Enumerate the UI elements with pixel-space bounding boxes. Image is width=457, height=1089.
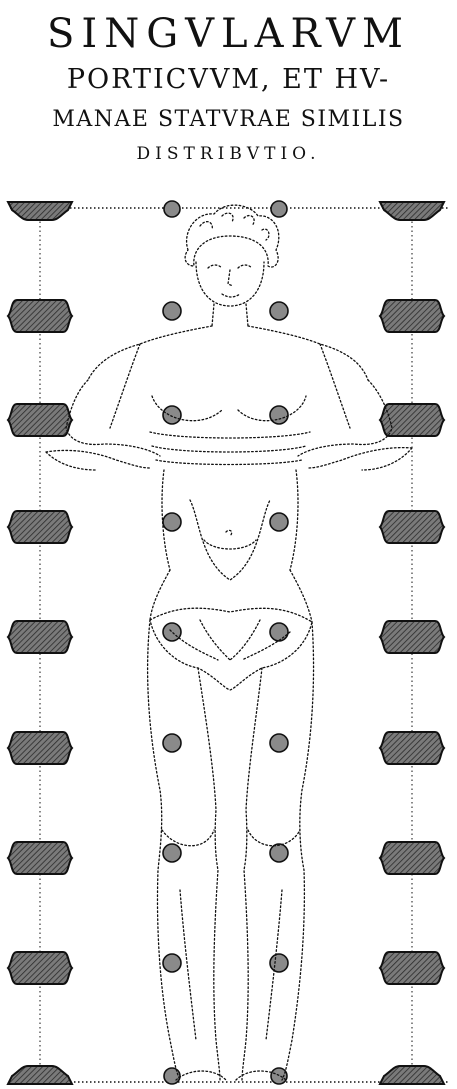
figure-navel <box>226 530 232 536</box>
column-dot-right-1 <box>271 201 287 217</box>
pillar-block-left-6 <box>8 732 72 764</box>
figure-ribs <box>150 432 310 465</box>
pillar-blocks <box>8 202 444 1084</box>
pillar-block-left-3 <box>8 404 72 436</box>
column-dot-right-5 <box>270 623 288 641</box>
figure-left-arm <box>66 344 160 456</box>
figure-feet <box>176 1071 286 1080</box>
pillar-block-right-7 <box>380 842 444 874</box>
figure-hair <box>185 205 279 267</box>
figure-belly <box>190 500 270 580</box>
pillar-block-right-8 <box>380 952 444 984</box>
pillar-block-left-5 <box>8 621 72 653</box>
column-dot-left-7 <box>163 844 181 862</box>
caryatid-figure <box>46 205 412 1080</box>
column-dot-left-9 <box>164 1068 180 1084</box>
pillar-block-right-9 <box>380 1066 444 1084</box>
pillar-block-left-2 <box>8 300 72 332</box>
column-dot-left-6 <box>163 734 181 752</box>
column-dot-right-2 <box>270 302 288 320</box>
figure-right-arm <box>298 344 392 456</box>
figure-shin-lines <box>180 890 282 1040</box>
figure-face <box>196 262 264 306</box>
column-dots <box>163 201 288 1084</box>
column-dot-left-4 <box>163 513 181 531</box>
figure-nose-mouth <box>222 270 240 297</box>
column-dot-right-6 <box>270 734 288 752</box>
pillar-block-right-1 <box>380 202 444 220</box>
column-dot-left-5 <box>163 623 181 641</box>
pillar-block-right-6 <box>380 732 444 764</box>
column-dot-right-9 <box>271 1068 287 1084</box>
figure-left-hand <box>46 450 150 470</box>
pillar-block-left-9 <box>8 1066 72 1084</box>
pillar-block-right-2 <box>380 300 444 332</box>
figure-hips <box>150 570 312 622</box>
figure-drapery <box>150 608 312 690</box>
column-dot-right-3 <box>270 406 288 424</box>
column-dot-left-3 <box>163 406 181 424</box>
pillar-block-left-4 <box>8 511 72 543</box>
pillar-block-right-5 <box>380 621 444 653</box>
figure-neck <box>212 304 248 326</box>
column-dot-right-8 <box>270 954 288 972</box>
figure-eyes <box>208 265 252 268</box>
pillar-block-left-1 <box>8 202 72 220</box>
figure-right-hand <box>308 448 412 470</box>
pillar-block-right-4 <box>380 511 444 543</box>
figure-left-leg <box>148 620 220 1080</box>
column-dot-left-8 <box>163 954 181 972</box>
column-dot-right-4 <box>270 513 288 531</box>
pillar-block-left-8 <box>8 952 72 984</box>
column-dot-right-7 <box>270 844 288 862</box>
column-dot-left-2 <box>163 302 181 320</box>
column-dot-left-1 <box>164 201 180 217</box>
pillar-block-left-7 <box>8 842 72 874</box>
